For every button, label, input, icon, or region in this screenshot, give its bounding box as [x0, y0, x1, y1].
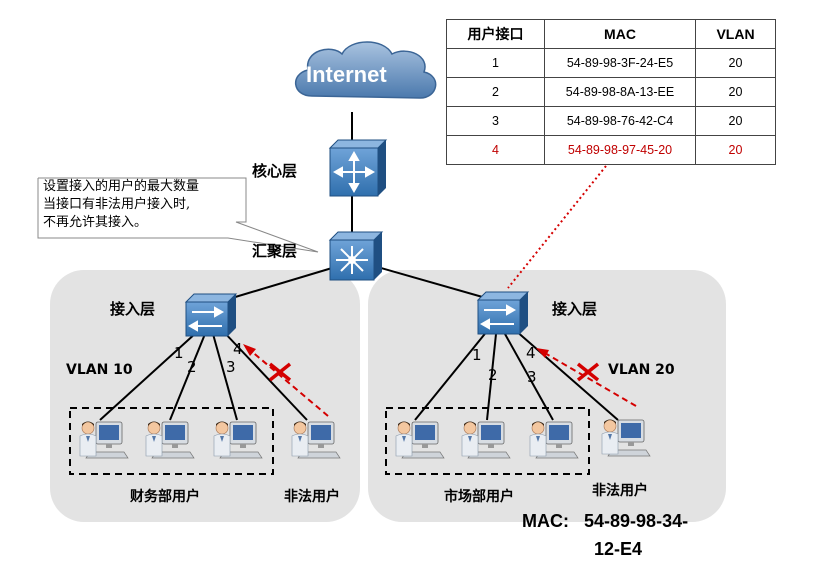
table-cell: 20	[695, 135, 776, 165]
finance-user-3-icon	[213, 421, 263, 459]
right-access-switch-icon	[476, 291, 530, 335]
right-access-layer-label: 接入层	[552, 300, 598, 318]
table-cell: 54-89-98-97-45-20	[544, 135, 696, 165]
aggregation-switch-icon	[328, 231, 384, 281]
left-port-3-label: 3	[226, 358, 236, 376]
right-blocked-arrow	[536, 348, 637, 407]
illegal-mac-label: MAC:	[522, 511, 569, 531]
aggregation-layer-label: 汇聚层	[252, 242, 298, 260]
table-cell: 20	[695, 48, 776, 78]
table-row: 3 54-89-98-76-42-C4 20	[446, 106, 776, 136]
header-mac: MAC	[544, 19, 696, 49]
table-cell: 1	[446, 48, 545, 78]
table-header-row: 用户接口 MAC VLAN	[446, 19, 776, 49]
table-cell: 54-89-98-8A-13-EE	[544, 77, 696, 107]
left-illegal-user-label: 非法用户	[284, 489, 340, 505]
left-vlan-label: VLAN 10	[66, 362, 133, 378]
callout-box	[37, 177, 319, 253]
left-access-switch-icon	[184, 293, 238, 337]
left-illegal-user-icon	[291, 421, 341, 459]
callout-line-2: 当接口有非法用户接入时,	[43, 197, 191, 212]
table-row-highlighted: 4 54-89-98-97-45-20 20	[446, 135, 776, 165]
right-port-4-label: 4	[526, 344, 536, 362]
table-pointer-line	[507, 165, 607, 289]
finance-user-1-icon	[79, 421, 129, 459]
table-row: 2 54-89-98-8A-13-EE 20	[446, 77, 776, 107]
marketing-users-label: 市场部用户	[444, 489, 514, 505]
callout-line-1: 设置接入的用户的最大数量	[43, 179, 200, 194]
left-port-1-label: 1	[174, 344, 184, 362]
illegal-mac-line-2: 12-E4	[594, 539, 643, 559]
marketing-user-2-icon	[461, 421, 511, 459]
right-port-2-label: 2	[488, 366, 498, 384]
right-vlan-label: VLAN 20	[608, 362, 675, 378]
table-row: 1 54-89-98-3F-24-E5 20	[446, 48, 776, 78]
left-access-layer-label: 接入层	[110, 300, 156, 318]
table-cell: 20	[695, 77, 776, 107]
callout-line-3: 不再允许其接入。	[43, 215, 148, 230]
left-blocked-arrow	[243, 344, 329, 417]
core-layer-label: 核心层	[252, 162, 298, 180]
table-cell: 2	[446, 77, 545, 107]
header-interface: 用户接口	[446, 19, 545, 49]
right-port-1-label: 1	[472, 346, 482, 364]
header-vlan: VLAN	[695, 19, 776, 49]
right-illegal-user-icon	[601, 419, 651, 457]
table-cell: 54-89-98-3F-24-E5	[544, 48, 696, 78]
left-port-2-label: 2	[187, 358, 197, 376]
marketing-user-1-icon	[395, 421, 445, 459]
internet-label: Internet	[306, 62, 387, 87]
callout-text: 设置接入的用户的最大数量 当接口有非法用户接入时, 不再允许其接入。	[38, 178, 246, 232]
table-cell: 4	[446, 135, 545, 165]
marketing-user-3-icon	[529, 421, 579, 459]
finance-user-2-icon	[145, 421, 195, 459]
illegal-mac-line-1: 54-89-98-34-	[584, 511, 689, 531]
illegal-mac-block: MAC: 54-89-98-34-	[522, 508, 688, 535]
left-port-4-label: 4	[233, 340, 243, 358]
marketing-users-group	[385, 407, 590, 475]
right-zone-background	[368, 270, 726, 522]
finance-users-label: 财务部用户	[130, 489, 200, 505]
mac-address-table: 用户接口 MAC VLAN 1 54-89-98-3F-24-E5 20 2 5…	[446, 19, 776, 165]
right-illegal-user-label: 非法用户	[592, 483, 648, 499]
table-cell: 54-89-98-76-42-C4	[544, 106, 696, 136]
network-links	[99, 112, 619, 421]
table-cell: 20	[695, 106, 776, 136]
internet-cloud-icon	[295, 41, 437, 99]
finance-users-group	[69, 407, 274, 475]
table-cell: 3	[446, 106, 545, 136]
left-zone-background	[50, 270, 360, 522]
right-port-3-label: 3	[527, 368, 537, 386]
core-router-icon	[328, 139, 388, 197]
